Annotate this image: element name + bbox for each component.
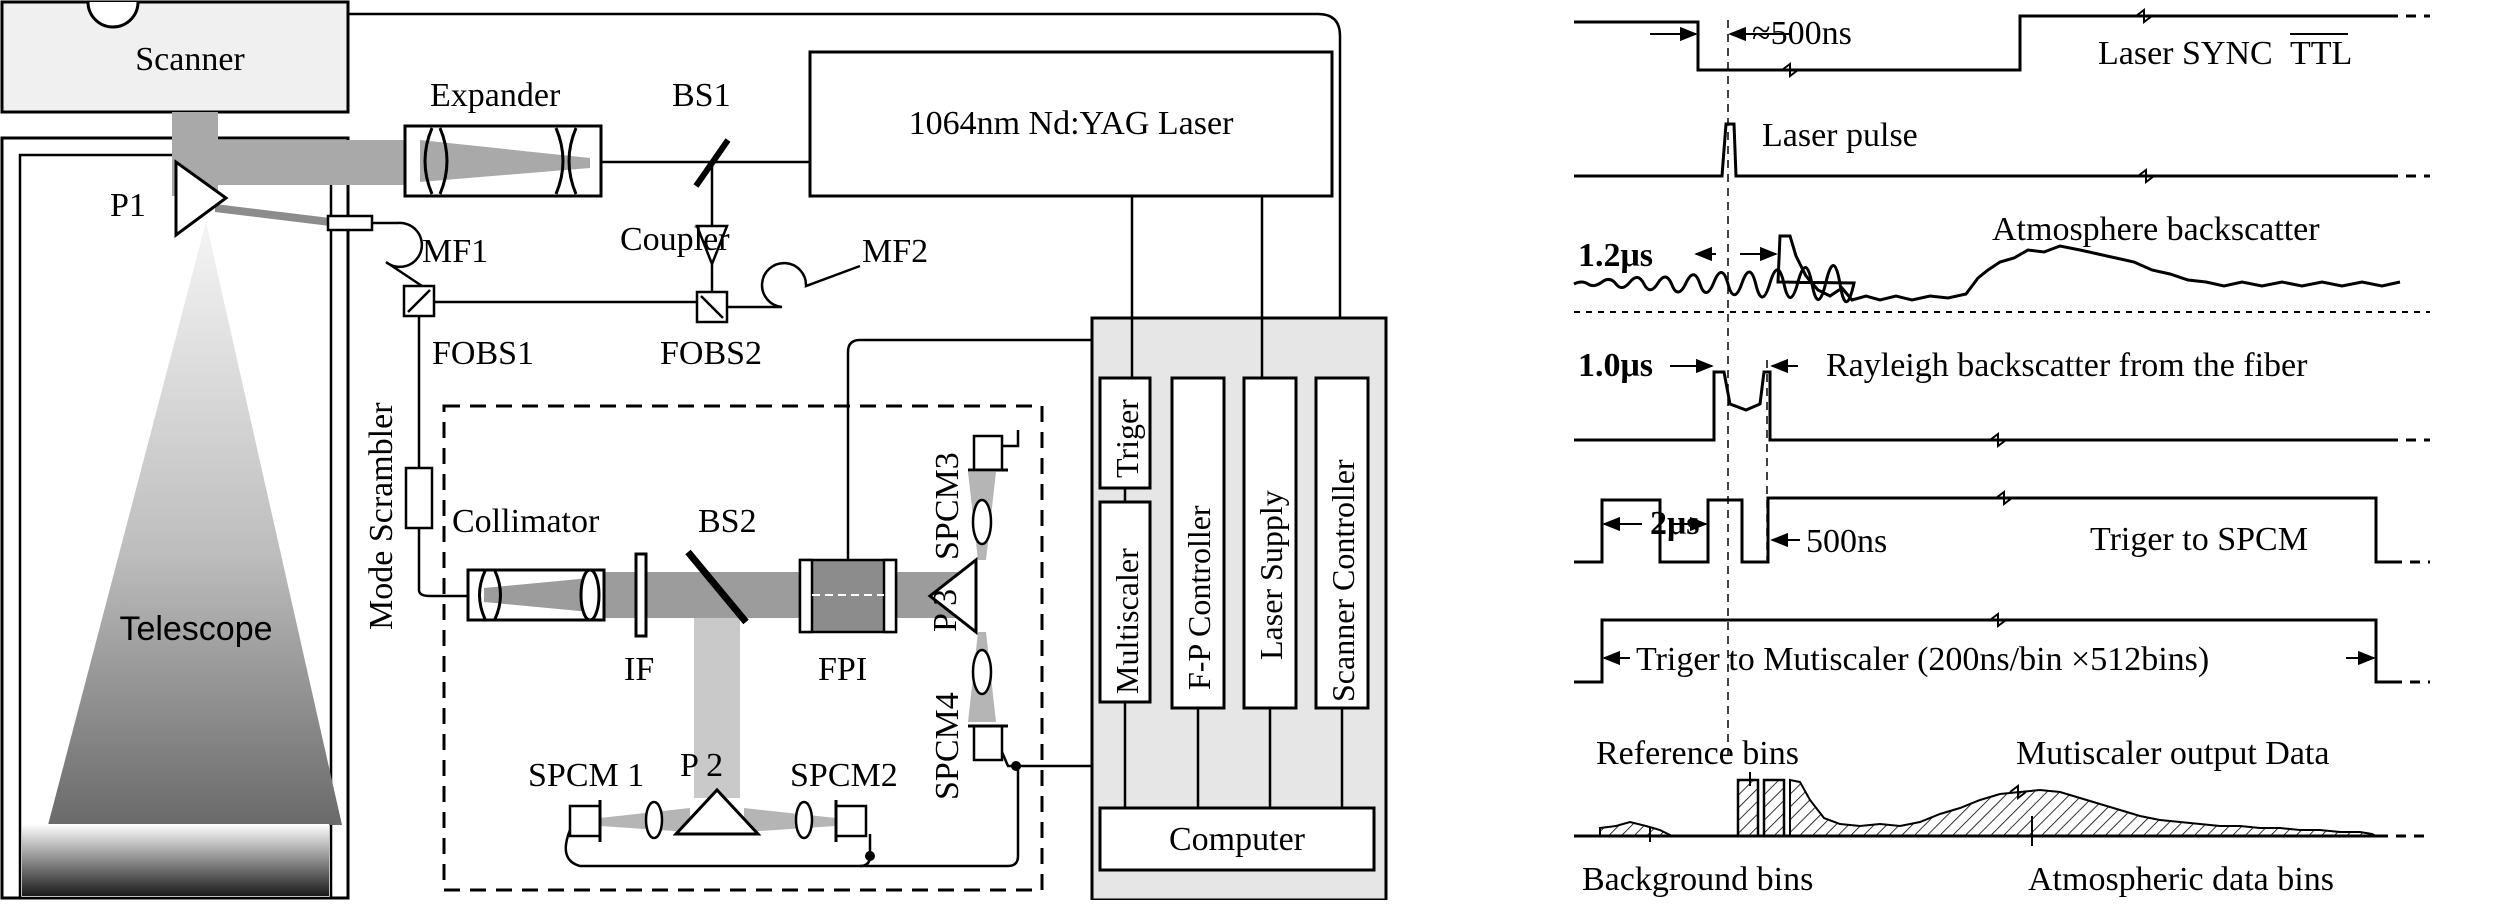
scanner-controller-box	[1314, 376, 1370, 710]
spcm2-detector	[834, 804, 868, 838]
fobs2-diagonal	[700, 295, 724, 319]
spcm4-label: SPCM4	[929, 692, 966, 800]
beam-bs2-to-p2	[694, 618, 740, 798]
mf2-coil	[727, 261, 861, 309]
spcm4-junction	[1011, 761, 1021, 771]
scanner-label: Scanner	[135, 41, 245, 78]
laser-label: 1064nm Nd:YAG Laser	[909, 105, 1235, 142]
spcm3-cable	[1002, 430, 1020, 448]
coupler-label: Coupler	[620, 221, 730, 258]
laser-sync-ttl-label: TTL	[2290, 35, 2352, 72]
interference-filter	[634, 552, 648, 638]
p1-prism	[174, 159, 229, 238]
p2-label: P 2	[680, 747, 723, 784]
beam-p1-to-expander	[214, 140, 414, 185]
sync-delay-label: ≈500ns	[1752, 15, 1852, 52]
mf2-label: MF2	[862, 233, 928, 270]
reference-bins-label: Reference bins	[1596, 735, 1799, 772]
scanner-controller-label: Scanner Controller	[1325, 459, 1361, 702]
bs1-label: BS1	[672, 77, 731, 114]
laser-supply-label: Laser Supply	[1253, 490, 1289, 660]
spcm-gap-label: 500ns	[1806, 523, 1887, 560]
timing-diagram: ≈500ns Laser SYNC TTL Laser pulse 1.2μs …	[1573, 8, 2430, 898]
multiscaler-label: Multiscaler	[1109, 548, 1145, 694]
bs2-splitter	[685, 549, 749, 625]
coupler	[695, 224, 729, 268]
atmo-delay-label: 1.2μs	[1578, 237, 1653, 274]
fp-controller-label: F-P Controller	[1181, 505, 1217, 690]
p3-prism	[927, 556, 978, 636]
p1-label: P1	[110, 187, 146, 224]
beam-p2-to-spcm2	[744, 808, 836, 832]
spcm2-junction	[865, 851, 875, 861]
telescope-label: Telescope	[119, 610, 272, 648]
trig-spcm-label: Triger to SPCM	[2090, 521, 2308, 558]
laser-box: 1064nm Nd:YAG Laser	[808, 50, 1334, 198]
p2-prism	[672, 787, 762, 836]
beam-p1-to-fiber	[215, 204, 330, 226]
spcm3-label: SPCM3	[929, 452, 966, 560]
lens-spcm2	[794, 800, 814, 840]
fpi-label: FPI	[818, 651, 867, 688]
spcm1-detector	[568, 804, 602, 838]
collimator: Collimator	[452, 503, 606, 622]
rayleigh-label: Rayleigh backscatter from the fiber	[1826, 347, 2308, 384]
scanner-control-cable	[348, 12, 1342, 320]
laser-sync-label: Laser SYNC	[2098, 35, 2273, 72]
p3-label: P 3	[927, 589, 964, 632]
fpi-control-cable	[846, 338, 1092, 560]
receiver-box	[442, 404, 1044, 892]
spcm4-detector	[972, 724, 1004, 762]
fobs2-label: FOBS2	[660, 335, 762, 372]
bs2-label: BS2	[698, 503, 757, 540]
trace-laser-pulse: Laser pulse	[1574, 117, 2430, 184]
bs1-splitter	[693, 138, 731, 188]
trace-rayleigh: 1.0μs Rayleigh backscatter from the fibe…	[1574, 347, 2430, 448]
trace-atmosphere: 1.2μs Atmosphere backscatter	[1573, 211, 2430, 313]
mf1-label: MF1	[422, 233, 488, 270]
fiber-connector	[326, 214, 374, 232]
atmo-label: Atmosphere backscatter	[1992, 211, 2320, 248]
spcm3-detector	[972, 434, 1004, 472]
trace-trig-multi: Triger to Mutiscaler (200ns/bin ×512bins…	[1574, 612, 2430, 684]
fiber-delay-label: 1.0μs	[1578, 347, 1653, 384]
optical-layout: Scanner Telescope P1 Expander	[0, 0, 1388, 902]
output-data-label: Mutiscaler output Data	[2016, 735, 2329, 772]
atmo-bins-label: Atmospheric data bins	[2028, 861, 2334, 898]
spcm-width-label: 2μs	[1650, 505, 1700, 542]
trig-multi-label: Triger to Mutiscaler (200ns/bin ×512bins…	[1636, 641, 2209, 678]
trace-trig-spcm: 2μs 500ns Triger to SPCM	[1574, 490, 2430, 564]
background-bins-label: Background bins	[1582, 861, 1813, 898]
mf1-coil	[372, 221, 424, 288]
electronics-rack: Triger Multiscaler F-P Controller Laser …	[1090, 196, 1388, 902]
triger-label: Triger	[1109, 399, 1145, 478]
mode-scrambler	[404, 466, 434, 530]
computer-box	[1098, 806, 1376, 872]
mode-scrambler-label: Mode Scrambler	[363, 402, 400, 630]
computer-label: Computer	[1169, 821, 1306, 858]
triger-box	[1098, 376, 1152, 490]
expander: Expander	[403, 77, 603, 198]
expander-label: Expander	[430, 77, 561, 114]
trace-multi-output: Reference bins Mutiscaler output Data Ba…	[1574, 735, 2430, 898]
collimator-label: Collimator	[452, 503, 600, 540]
scanner-box: Scanner	[0, 0, 350, 114]
laser-supply-box	[1242, 376, 1298, 710]
if-label: IF	[624, 651, 654, 688]
fobs1-diagonal	[407, 289, 431, 313]
lens-spcm1	[644, 800, 664, 840]
lens-spcm3	[971, 498, 993, 546]
lens-spcm4	[971, 648, 993, 696]
fpi: FPI	[798, 558, 898, 688]
spcm-cable-to-electronics	[860, 770, 1020, 868]
laser-pulse-label: Laser pulse	[1762, 117, 1918, 154]
spcm1-label: SPCM 1	[528, 757, 644, 794]
spcm2-label: SPCM2	[790, 757, 898, 794]
trace-laser-sync: ≈500ns Laser SYNC TTL	[1574, 8, 2430, 78]
telescope: Telescope	[0, 136, 350, 900]
fobs1-label: FOBS1	[432, 335, 534, 372]
fiber-scrambler-to-collimator	[417, 528, 470, 598]
